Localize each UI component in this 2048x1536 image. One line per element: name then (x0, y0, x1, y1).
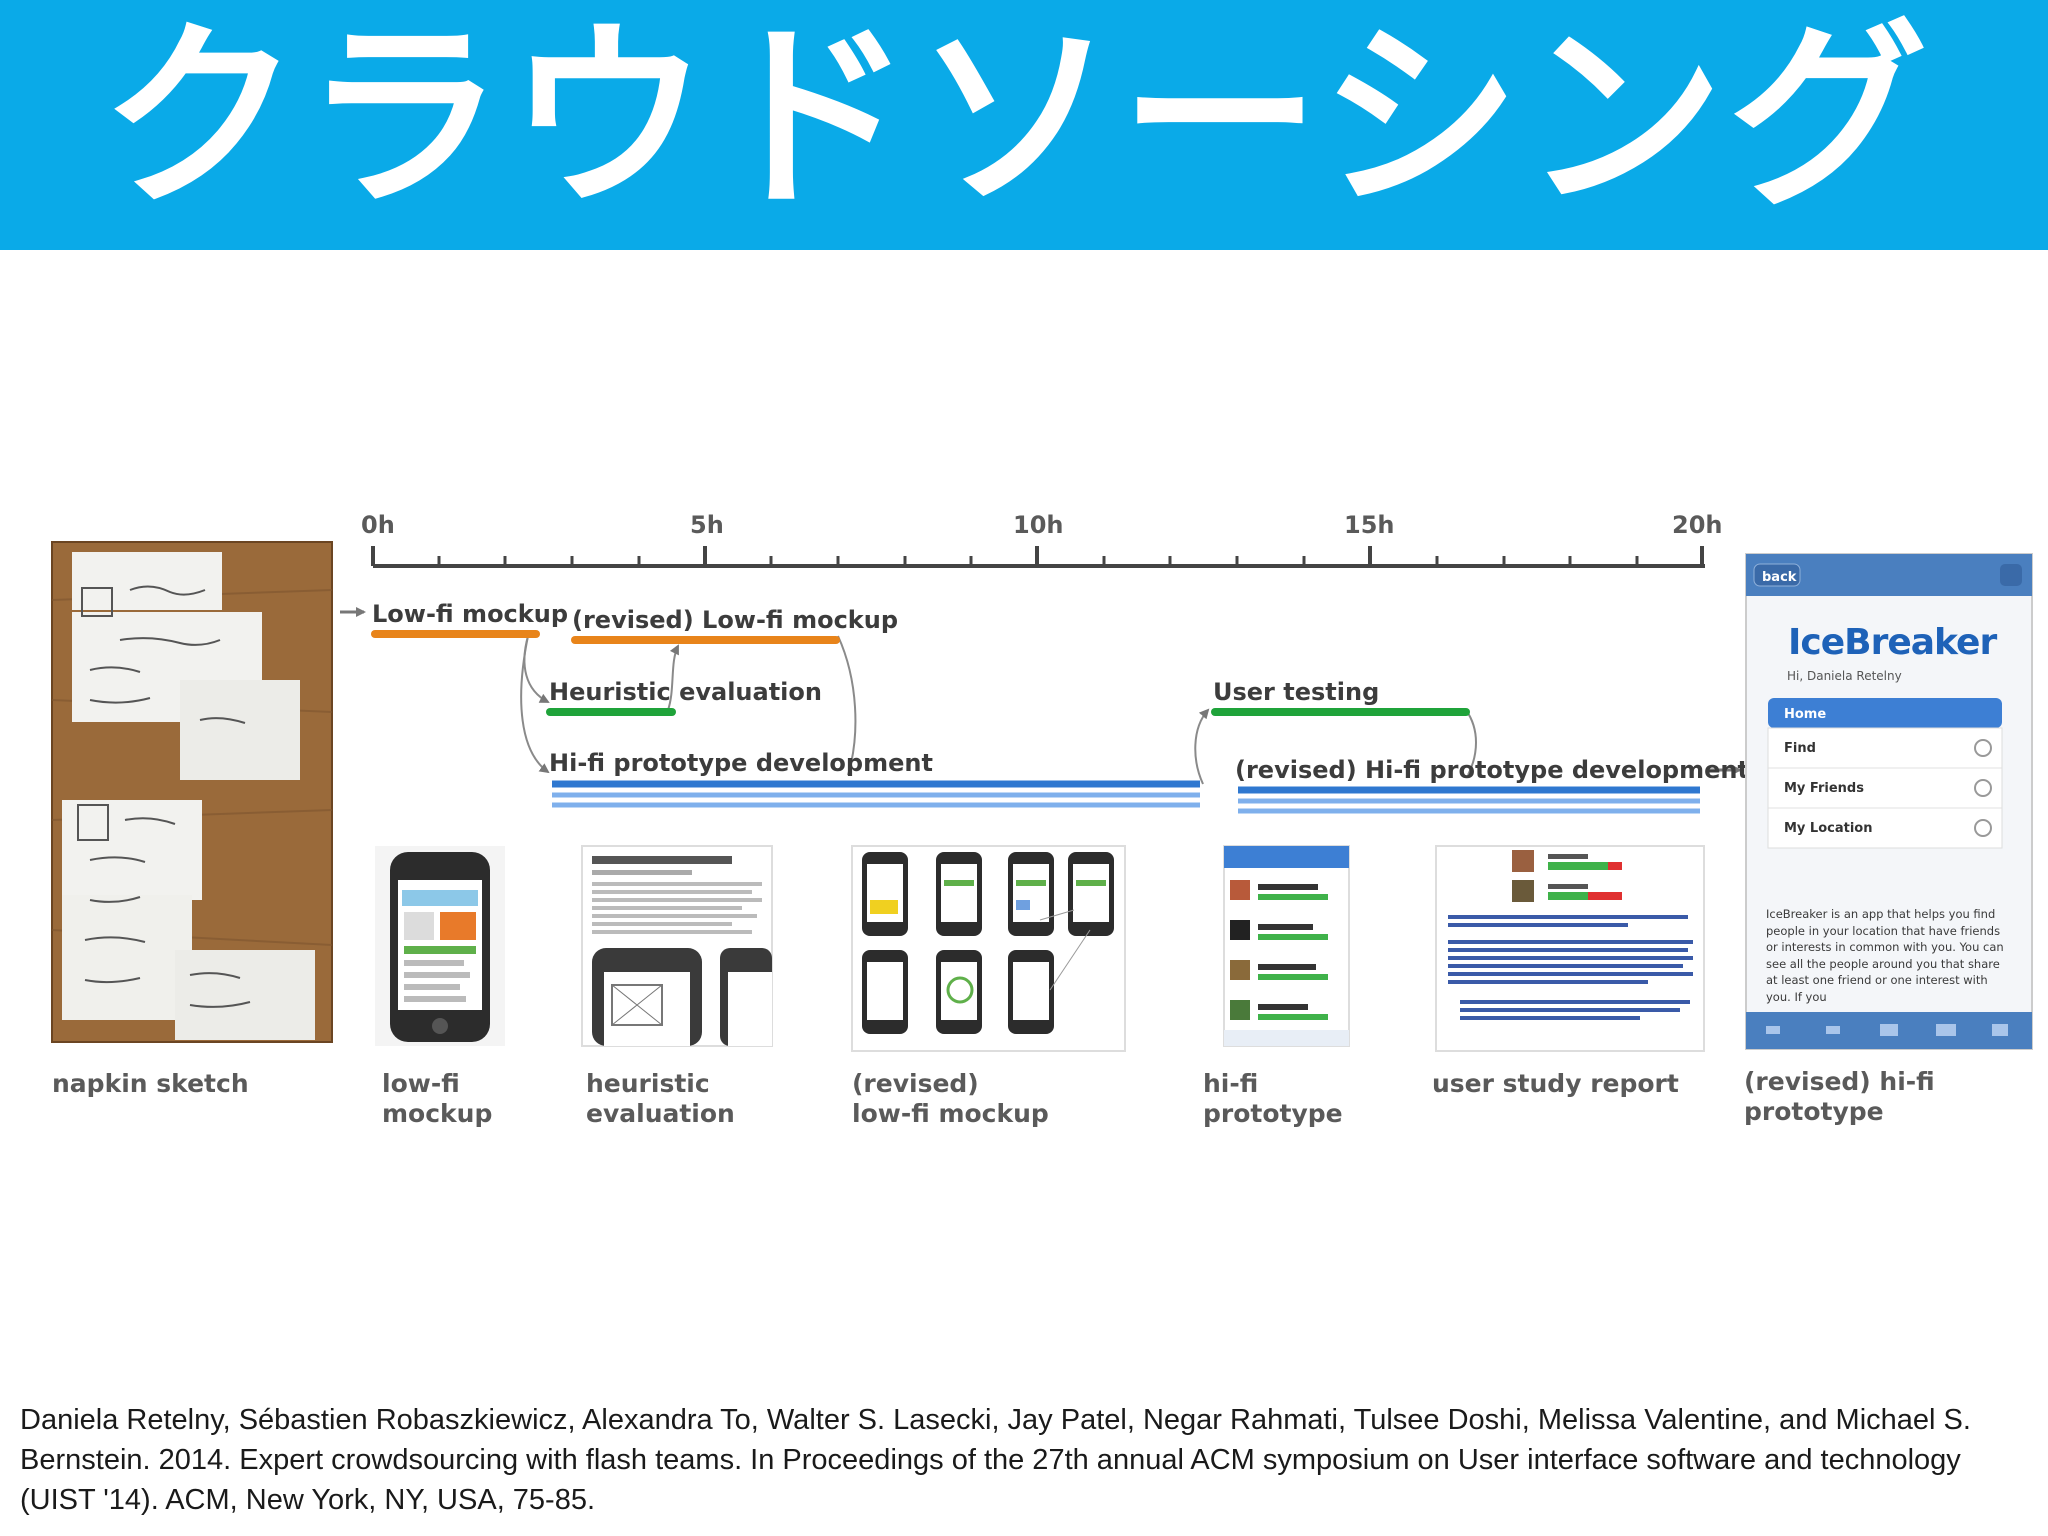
lowfi-mockup-image (375, 846, 505, 1046)
task-label-hifi: Hi-fi prototype development (549, 749, 933, 777)
slide-title: クラウドソーシング (100, 2, 1933, 235)
caption-revised-hifi-line1: (revised) hi-fi (1744, 1067, 1935, 1096)
icebreaker-logo: IceBreaker (1788, 622, 1997, 663)
caption-revised-hifi-line2: prototype (1744, 1097, 1884, 1126)
menu-my-friends[interactable]: My Friends (1784, 781, 1864, 796)
tick-label-15h: 15h (1344, 511, 1394, 539)
caption-heuristic-line2: evaluation (586, 1099, 735, 1128)
menu-my-location[interactable]: My Location (1784, 821, 1873, 836)
revised-hifi-prototype-image: back IceBreaker Hi, Daniela Retelny Home… (1745, 553, 2033, 1050)
major-ticks (371, 546, 1704, 566)
title-banner: クラウドソーシング (0, 0, 2048, 250)
tick-label-20h: 20h (1672, 511, 1722, 539)
caption-heuristic-line1: heuristic (586, 1069, 710, 1098)
artifact-captions: napkin sketch low-fi mockup heuristic ev… (52, 1067, 1935, 1128)
minor-ticks (437, 556, 1639, 566)
chevron-right-icon (1974, 739, 1992, 757)
back-button[interactable]: back (1762, 570, 1797, 585)
caption-hifi-line2: prototype (1203, 1099, 1343, 1128)
caption-lowfi-line2: mockup (382, 1099, 492, 1128)
task-label-user-testing: User testing (1213, 678, 1379, 706)
tick-label-10h: 10h (1013, 511, 1063, 539)
napkin-sketch-image (51, 541, 333, 1043)
task-label-revised-hifi: (revised) Hi-fi prototype development (1235, 756, 1749, 784)
caption-napkin-sketch: napkin sketch (52, 1069, 249, 1098)
citation-text: Daniela Retelny, Sébastien Robaszkiewicz… (20, 1404, 1971, 1516)
caption-revised-lowfi-line1: (revised) (852, 1069, 979, 1098)
heuristic-evaluation-image (581, 845, 773, 1047)
flow-connectors (340, 607, 1742, 785)
caption-revised-lowfi-line2: low-fi mockup (852, 1099, 1049, 1128)
user-study-report-image (1435, 845, 1705, 1052)
revised-lowfi-mockup-image (851, 845, 1126, 1052)
chevron-right-icon (1974, 779, 1992, 797)
task-label-heuristic: Heuristic evaluation (549, 678, 822, 706)
menu-find[interactable]: Find (1784, 741, 1816, 756)
task-label-lowfi: Low-fi mockup (372, 600, 568, 628)
chevron-right-icon (1974, 819, 1992, 837)
hifi-prototype-image (1223, 845, 1350, 1047)
task-bars (371, 630, 1700, 814)
caption-user-study-report: user study report (1432, 1069, 1679, 1098)
icebreaker-greeting: Hi, Daniela Retelny (1787, 669, 1902, 683)
tick-label-5h: 5h (690, 511, 724, 539)
menu-home[interactable]: Home (1784, 707, 1826, 722)
icebreaker-description: IceBreaker is an app that helps you find… (1766, 907, 2004, 1004)
caption-hifi-line1: hi-fi (1203, 1069, 1258, 1098)
time-axis: 0h 5h 10h 15h 20h (361, 511, 1722, 568)
tick-label-0h: 0h (361, 511, 395, 539)
task-label-revised-lowfi: (revised) Low-fi mockup (572, 606, 898, 634)
caption-lowfi-line1: low-fi (382, 1069, 460, 1098)
